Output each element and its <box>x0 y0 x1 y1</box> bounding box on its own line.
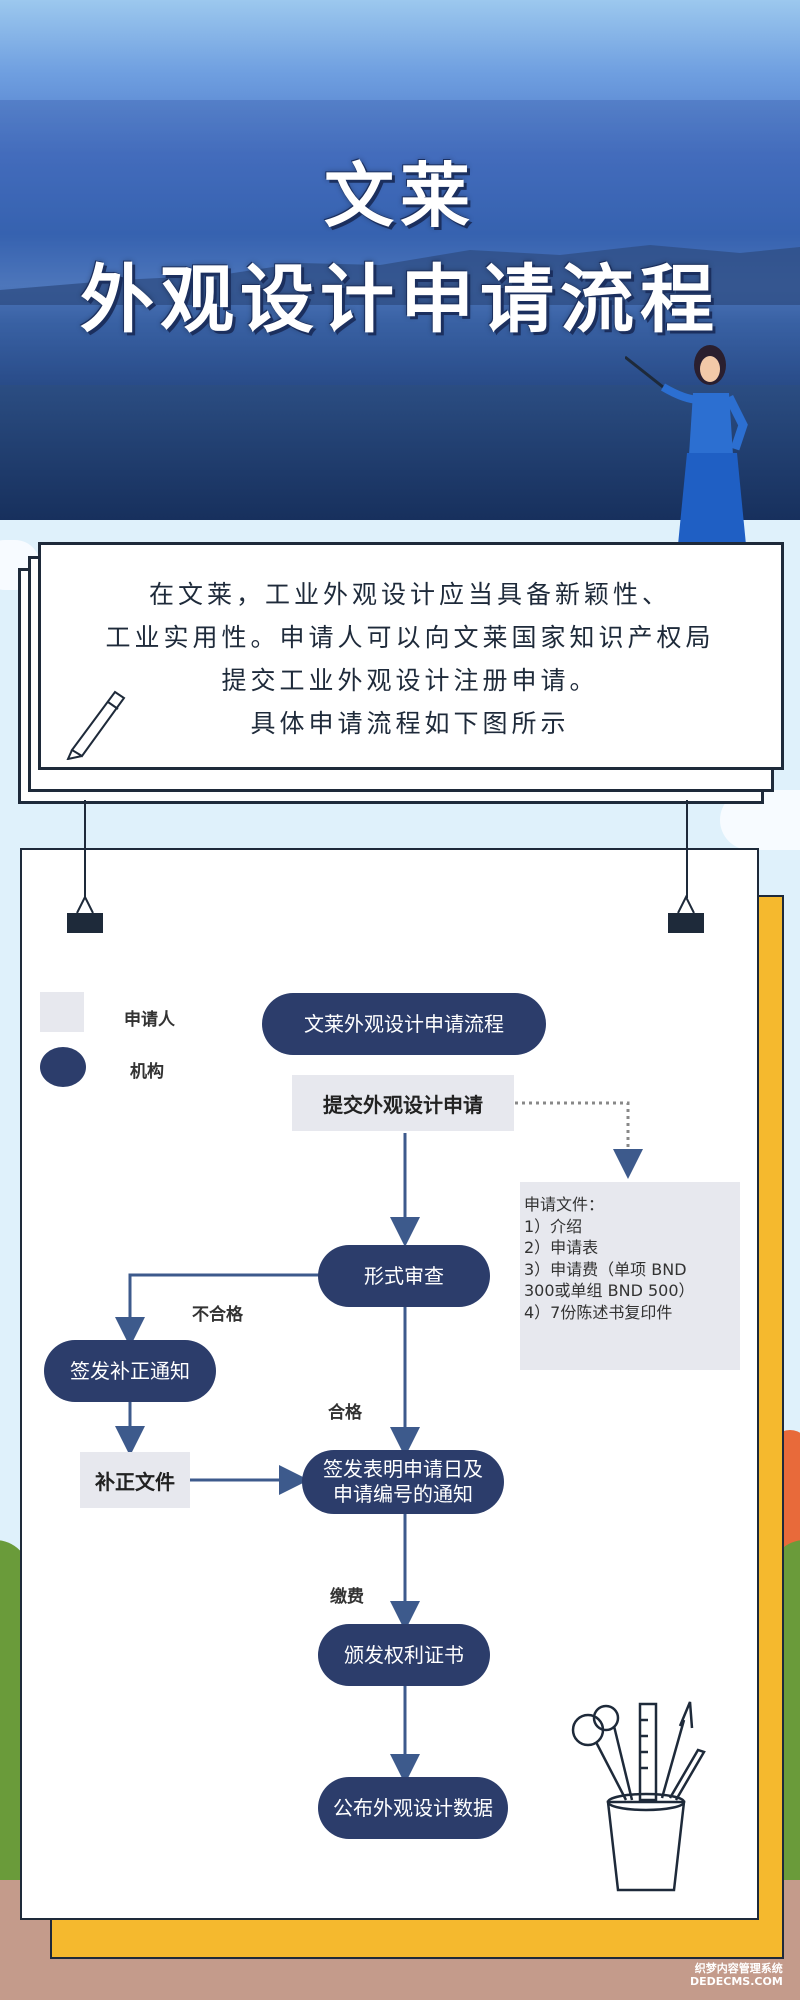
formal-exam-node: 形式审查 <box>318 1245 490 1307</box>
documents-item: 300或单组 BND 500） <box>524 1281 695 1301</box>
fee-label: 缴费 <box>330 1587 364 1607</box>
documents-item: 3）申请费（单项 BND <box>524 1259 687 1279</box>
mountain-silhouette <box>0 245 800 305</box>
hanging-string-right <box>686 800 688 898</box>
pen-icon <box>66 690 126 760</box>
certificate-node: 颁发权利证书 <box>318 1624 490 1686</box>
legend-applicant-label: 申请人 <box>124 1010 175 1030</box>
intro-line: 提交工业外观设计注册申请。 <box>221 666 599 695</box>
watermark: 织梦内容管理系统 DEDECMS.COM <box>690 1962 783 1988</box>
flow-start-node: 文莱外观设计申请流程 <box>262 993 546 1055</box>
intro-line: 具体申请流程如下图所示 <box>250 709 570 738</box>
application-documents-box: 申请文件： 1）介绍 2）申请表 3）申请费（单项 BND 300或单组 BND… <box>520 1182 740 1370</box>
binder-clip-right-icon <box>668 895 704 933</box>
page-title: 外观设计申请流程 <box>80 257 720 343</box>
publish-node: 公布外观设计数据 <box>318 1777 508 1839</box>
documents-item: 4）7份陈述书复印件 <box>524 1302 673 1322</box>
intro-card <box>38 542 784 770</box>
binder-clip-left-icon <box>67 895 103 933</box>
page-title-country: 文莱 <box>324 155 476 237</box>
correction-documents-node: 补正文件 <box>80 1452 190 1508</box>
fail-label: 不合格 <box>192 1305 243 1325</box>
documents-item: 1）介绍 <box>524 1216 583 1236</box>
filing-notice-line2: 申请编号的通知 <box>333 1482 473 1506</box>
intro-line: 工业实用性。申请人可以向文莱国家知识产权局 <box>105 623 715 652</box>
documents-title: 申请文件： <box>524 1195 605 1214</box>
legend-institution-swatch <box>40 1047 86 1087</box>
filing-notice-node: 签发表明申请日及 申请编号的通知 <box>302 1450 504 1514</box>
intro-line: 在文莱，工业外观设计应当具备新颖性、 <box>148 580 671 609</box>
stationery-cup-icon <box>571 1701 706 1892</box>
lake-water <box>0 385 800 520</box>
submit-application-node: 提交外观设计申请 <box>292 1075 514 1131</box>
legend-applicant-swatch <box>40 992 84 1032</box>
legend-institution-label: 机构 <box>130 1062 164 1082</box>
header-banner: 文莱 外观设计申请流程 <box>0 0 800 520</box>
hanging-string-left <box>84 800 86 898</box>
filing-notice-line1: 签发表明申请日及 <box>323 1457 483 1481</box>
pass-label: 合格 <box>328 1403 362 1423</box>
correction-notice-node: 签发补正通知 <box>44 1340 216 1402</box>
header-band <box>0 100 800 385</box>
watermark-line2: DEDECMS.COM <box>690 1975 783 1989</box>
documents-item: 2）申请表 <box>524 1238 599 1258</box>
watermark-line1: 织梦内容管理系统 <box>694 1962 783 1975</box>
